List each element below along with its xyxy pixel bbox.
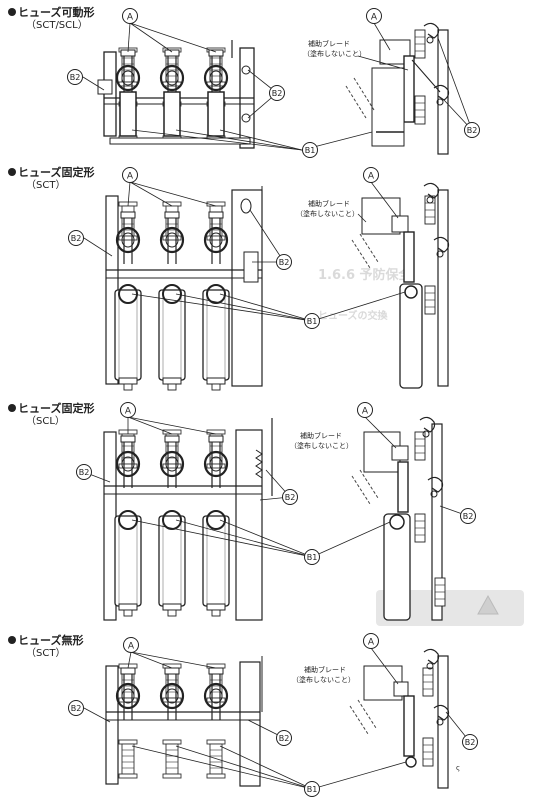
callout-b2: B2 <box>272 89 283 98</box>
side-view-no-fuse <box>349 648 450 789</box>
callout-b2: B2 <box>71 234 82 243</box>
section-subtitle-no-fuse: （SCT） <box>26 648 66 659</box>
callout-a: A <box>127 172 134 182</box>
note-no-coating: （塗布しないこと） <box>292 675 355 684</box>
bleed-warning-icon <box>477 594 499 615</box>
bleed-text-sub: ヒューズの交換 <box>318 309 388 322</box>
front-view-fuse-fixed-sct <box>105 186 263 391</box>
callout-b2: B2 <box>70 73 81 82</box>
front-view-no-fuse <box>105 656 263 787</box>
callout-a: A <box>368 638 375 648</box>
side-view-fuse-movable <box>345 22 450 155</box>
callout-a: A <box>128 642 135 652</box>
note-aux-blade: 補助ブレード <box>308 199 350 208</box>
section-title-fuse-fixed-scl: ヒューズ固定形 <box>8 402 94 415</box>
callout-b2: B2 <box>467 126 478 135</box>
callout-a: A <box>371 13 378 23</box>
callout-b2: B2 <box>279 734 290 743</box>
section-subtitle-fuse-fixed-scl: （SCL） <box>26 416 65 427</box>
bullet-icon <box>8 636 16 644</box>
callout-a: A <box>127 13 134 23</box>
page-mark: ς <box>456 764 460 772</box>
side-view-fuse-fixed-scl <box>351 416 446 621</box>
bullet-icon <box>8 404 16 412</box>
section-title-no-fuse: ヒューズ無形 <box>8 634 83 647</box>
section-subtitle-fuse-fixed-sct: （SCT） <box>26 180 66 191</box>
callout-b2: B2 <box>79 468 90 477</box>
side-view-fuse-fixed-sct <box>351 182 450 389</box>
note-no-coating: （塗布しないこと） <box>303 49 366 58</box>
callout-b1: B1 <box>307 317 318 326</box>
bullet-icon <box>8 8 16 16</box>
callout-b2: B2 <box>285 493 296 502</box>
callout-a: A <box>125 407 132 417</box>
bullet-icon <box>8 168 16 176</box>
callout-b1: B1 <box>307 785 318 794</box>
callout-b1: B1 <box>305 146 316 155</box>
callout-b1: B1 <box>307 553 318 562</box>
section-title-fuse-fixed-sct: ヒューズ固定形 <box>8 166 94 179</box>
callout-a: A <box>362 407 369 417</box>
bleed-text-heading: 1.6.6 予防保全 <box>318 267 413 283</box>
note-aux-blade: 補助ブレード <box>308 39 350 48</box>
note-aux-blade: 補助ブレード <box>304 665 346 674</box>
front-view-fuse-movable <box>97 40 255 149</box>
callout-b2: B2 <box>279 258 290 267</box>
front-view-fuse-fixed-scl <box>103 418 273 621</box>
section-title-fuse-movable: ヒューズ可動形 <box>8 6 94 19</box>
callout-b2: B2 <box>465 738 476 747</box>
section-subtitle-fuse-movable: （SCT/SCL） <box>26 20 88 31</box>
callout-b2: B2 <box>463 512 474 521</box>
note-no-coating: （塗布しないこと） <box>296 209 359 218</box>
note-no-coating: （塗布しないこと） <box>290 441 353 450</box>
callout-b2: B2 <box>71 704 82 713</box>
callout-a: A <box>368 172 375 182</box>
note-aux-blade: 補助ブレード <box>300 431 342 440</box>
